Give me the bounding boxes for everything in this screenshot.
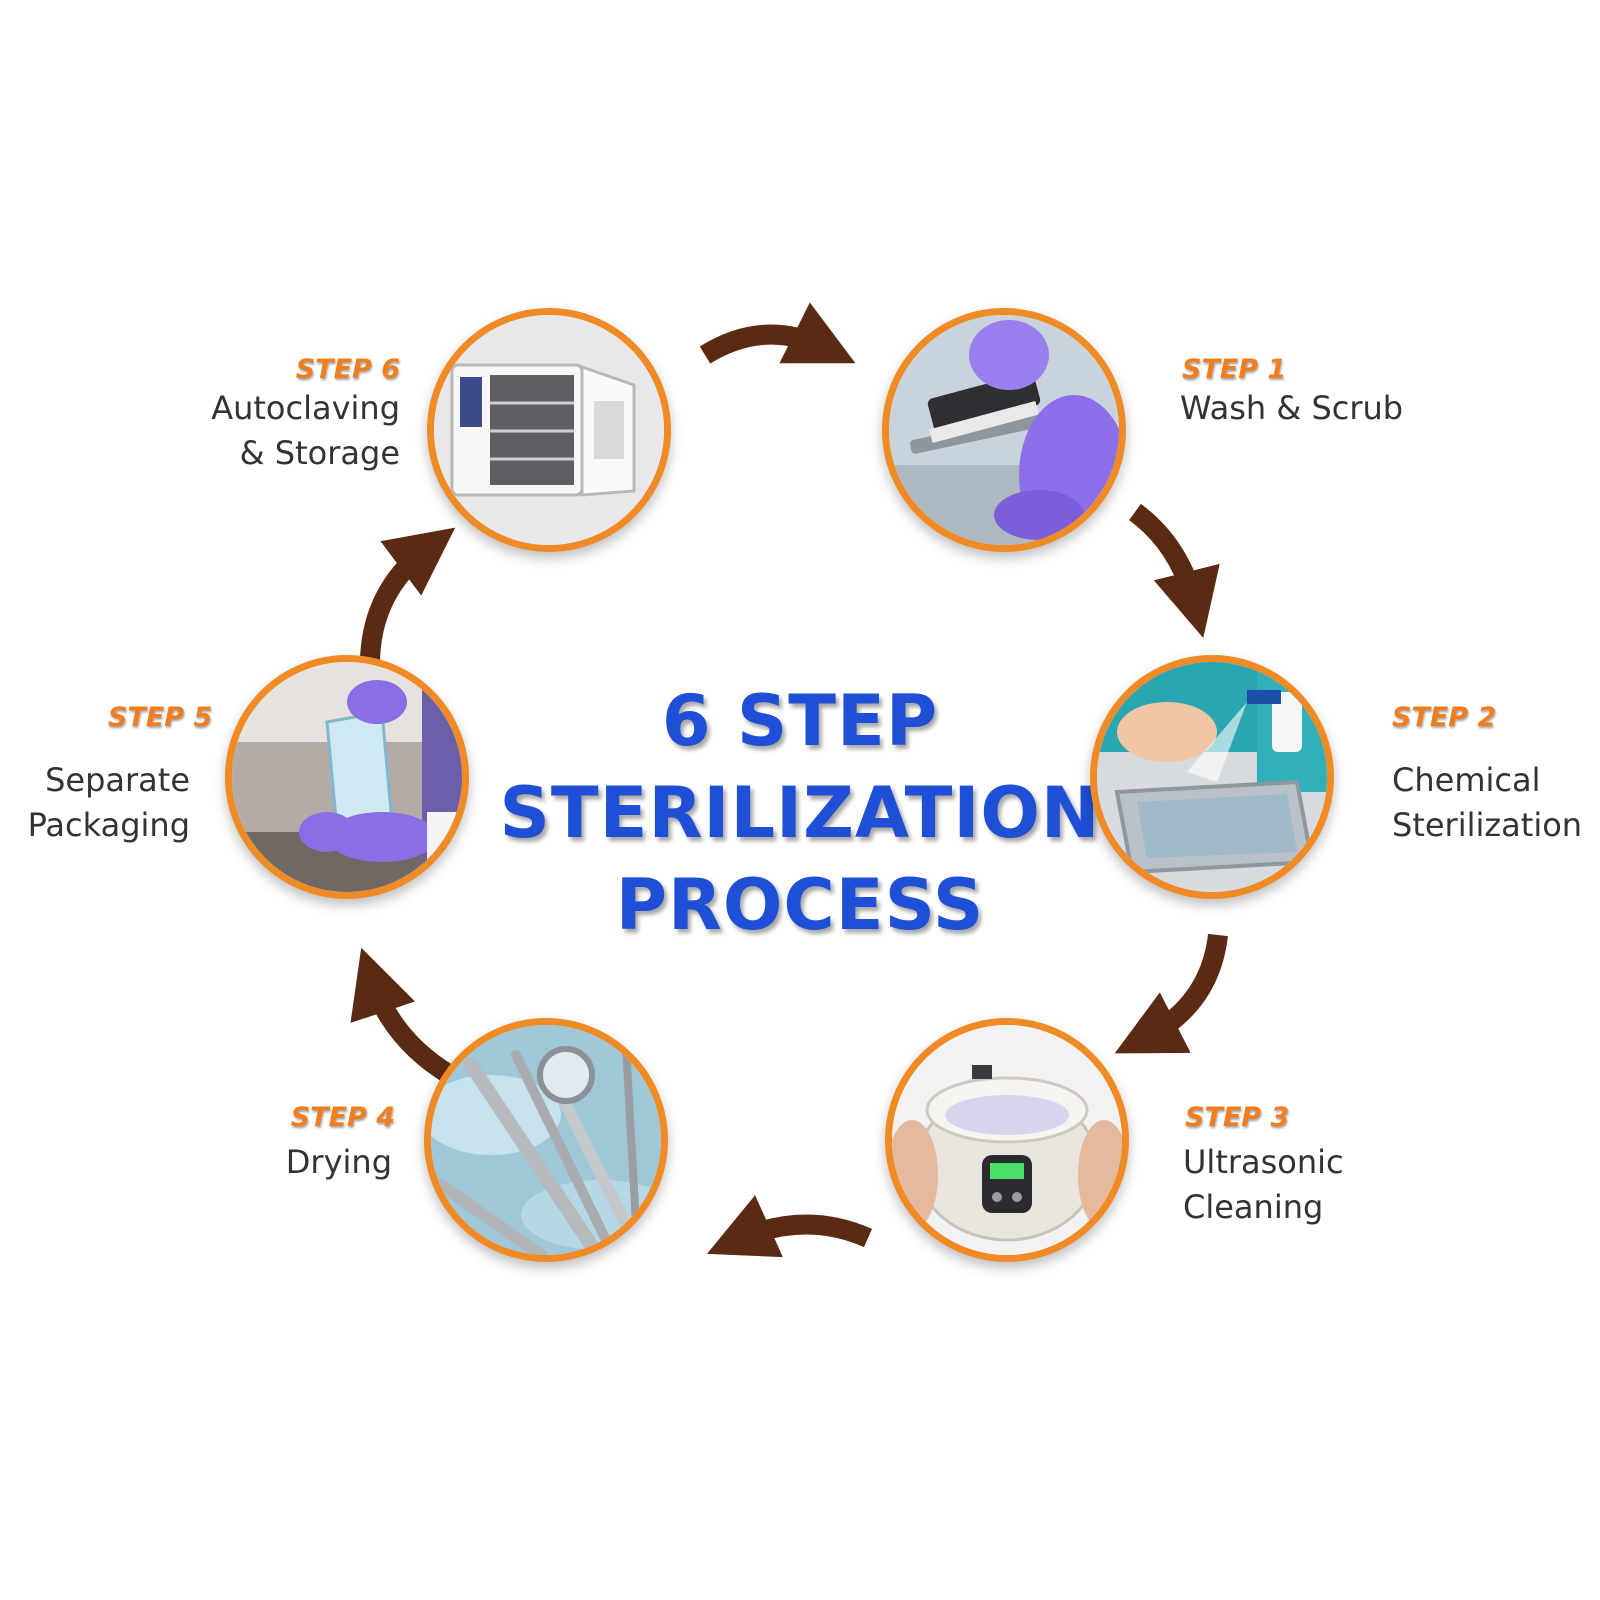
step1-description: Wash & Scrub <box>1180 386 1403 431</box>
step4-image <box>424 1018 668 1262</box>
step6-desc-line2: & Storage <box>239 434 400 472</box>
packaging-gloves-photo-icon <box>232 662 462 892</box>
step4-description: Drying <box>180 1140 392 1185</box>
step3-desc-line1: Ultrasonic <box>1183 1143 1344 1181</box>
step1-label: STEP 1 <box>1182 354 1287 385</box>
step6-desc-line1: Autoclaving <box>211 389 400 427</box>
step6-description: Autoclaving & Storage <box>100 386 400 476</box>
arrow-step3-to-step4 <box>706 1195 873 1258</box>
step2-desc-line1: Chemical <box>1392 761 1541 799</box>
step1-desc-line1: Wash & Scrub <box>1180 389 1404 427</box>
step2-label: STEP 2 <box>1392 702 1497 733</box>
brush-scrubbing-photo-icon <box>889 315 1119 545</box>
arrow-step6-to-step1 <box>699 302 856 364</box>
step2-desc-line2: Sterilization <box>1392 806 1583 844</box>
step3-description: Ultrasonic Cleaning <box>1183 1140 1344 1230</box>
arrow-step4-to-step5 <box>350 947 456 1084</box>
title-line-2: STERILIZATION <box>499 772 1101 854</box>
step4-desc-line1: Drying <box>285 1143 392 1181</box>
step6-image <box>427 308 671 552</box>
step5-image <box>225 655 469 899</box>
dental-instruments-photo-icon <box>431 1025 661 1255</box>
step3-label: STEP 3 <box>1185 1102 1290 1133</box>
autoclave-oven-photo-icon <box>434 315 664 545</box>
step5-label: STEP 5 <box>108 702 213 733</box>
step5-desc-line1: Separate <box>45 761 190 799</box>
arrow-step5-to-step6 <box>360 527 456 661</box>
ultrasonic-cleaner-photo-icon <box>892 1025 1122 1255</box>
title-line-1: 6 STEP <box>661 680 939 762</box>
arrow-step2-to-step3 <box>1114 933 1228 1054</box>
step1-image <box>882 308 1126 552</box>
title-line-3: PROCESS <box>615 864 985 946</box>
spray-tray-photo-icon <box>1097 662 1327 892</box>
arrow-step1-to-step2 <box>1128 503 1220 638</box>
diagram-title: 6 STEP STERILIZATION PROCESS <box>460 675 1140 951</box>
step2-description: Chemical Sterilization <box>1392 758 1582 848</box>
step3-desc-line2: Cleaning <box>1183 1188 1324 1226</box>
step3-image <box>885 1018 1129 1262</box>
step5-desc-line2: Packaging <box>27 806 190 844</box>
step2-image <box>1090 655 1334 899</box>
step4-label: STEP 4 <box>290 1102 395 1133</box>
step6-label: STEP 6 <box>295 354 400 385</box>
step5-description: Separate Packaging <box>0 758 190 848</box>
